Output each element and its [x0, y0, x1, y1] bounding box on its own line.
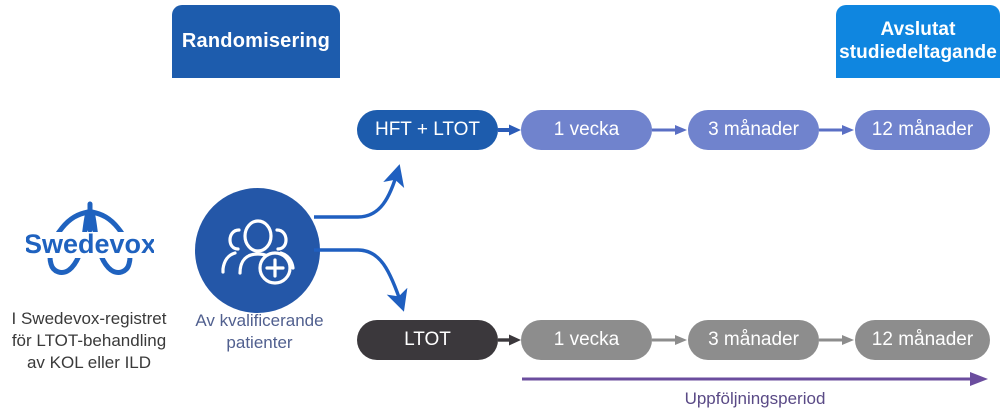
registry-caption: I Swedevox-registret för LTOT-behandling… — [0, 308, 178, 374]
patients-caption-line1: Av kvalificerande — [195, 311, 324, 330]
arrow-visit2-to-visit3-bottom — [819, 334, 855, 346]
registry-caption-line1: I Swedevox-registret — [11, 309, 167, 328]
arrow-hft-to-visit1 — [498, 124, 522, 136]
arm-ltot-treatment: LTOT — [357, 320, 498, 360]
registry-caption-line2: för LTOT-behandling — [11, 331, 167, 351]
patients-caption-line2: patienter — [226, 333, 293, 353]
banner-avslutat-studiedeltagande: Avslutat studiedeltagande — [836, 5, 1000, 78]
arm-ltot-visit-3-manader: 3 månader — [688, 320, 819, 360]
arm-ltot-visit-12-manader: 12 månader — [855, 320, 990, 360]
followup-period-label: Uppföljningsperiod — [684, 389, 826, 408]
swedevox-wordmark: Swedevox — [26, 229, 154, 259]
banner-randomisering: Randomisering — [172, 5, 340, 78]
banner-avslutat-line2: studiedeltagande — [839, 41, 997, 63]
arm-hft-ltot-visit-12-manader: 12 månader — [855, 110, 990, 150]
arrow-visit1-to-visit2-top — [652, 124, 688, 136]
followup-period-arrow — [520, 370, 990, 388]
arrow-visit1-to-visit2-bottom — [652, 334, 688, 346]
swedevox-logo: Swedevox — [26, 196, 154, 284]
qualifying-patients-node — [195, 188, 320, 313]
arm-hft-ltot-visit-3-manader: 3 månader — [688, 110, 819, 150]
qualifying-patients-caption: Av kvalificerande patienter — [182, 310, 337, 354]
arrow-visit2-to-visit3-top — [819, 124, 855, 136]
arrow-ltot-to-visit1 — [498, 334, 522, 346]
people-plus-icon — [221, 219, 295, 285]
banner-avslutat-line1: Avslutat — [880, 19, 956, 41]
registry-caption-line3: av KOL eller ILD — [26, 353, 152, 373]
branch-arrow-upper — [314, 164, 405, 219]
branch-arrow-lower — [314, 248, 408, 312]
arm-ltot-visit-1-vecka: 1 vecka — [521, 320, 652, 360]
arm-hft-ltot-treatment: HFT + LTOT — [357, 110, 498, 150]
arm-hft-ltot-visit-1-vecka: 1 vecka — [521, 110, 652, 150]
